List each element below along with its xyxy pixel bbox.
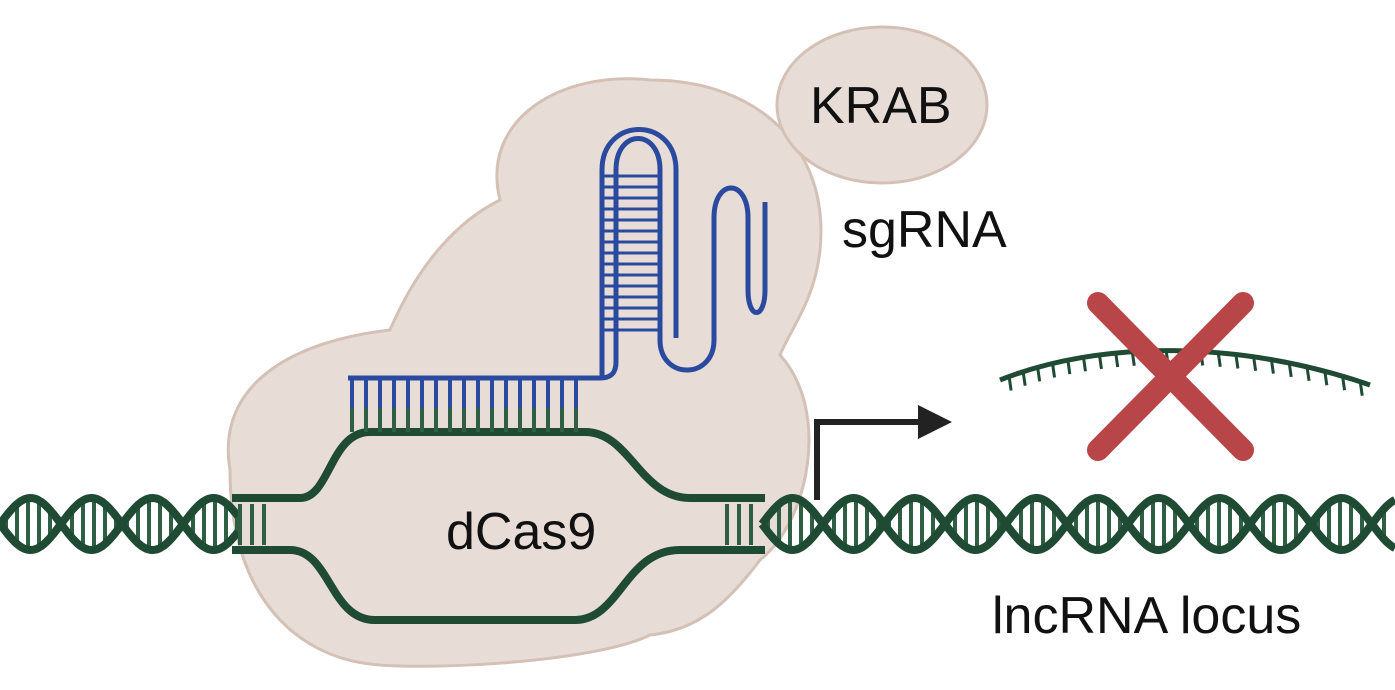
lncrna-locus-label: lncRNA locus — [992, 587, 1302, 645]
transcription-start-arrow — [814, 405, 952, 500]
x-mark-stroke-2 — [1087, 292, 1254, 461]
dna-strand-a-left — [0, 493, 242, 555]
dna-strand-a-right — [758, 493, 1395, 555]
transcript-base — [1358, 381, 1364, 396]
x-mark-icon — [1087, 292, 1254, 461]
transcript-base — [1323, 371, 1329, 386]
transcript-backbone — [999, 348, 1371, 388]
transcript-base — [1341, 375, 1347, 391]
transcript-strand — [999, 348, 1371, 396]
transcript-base — [1130, 351, 1136, 366]
krab-label: KRAB — [810, 77, 952, 135]
dcas9-protein — [226, 25, 989, 668]
transcript-base — [1287, 362, 1293, 378]
transcript-base — [1036, 367, 1042, 382]
transcript-base — [1097, 354, 1103, 370]
transcript-base — [1007, 376, 1013, 391]
dna-open-top-strand — [232, 428, 765, 502]
sgrna-label: sgRNA — [842, 201, 1007, 259]
dcas9-label: dCas9 — [446, 503, 597, 561]
dcas9-body — [226, 77, 823, 668]
transcript-base — [1234, 354, 1240, 369]
transcript-base — [1216, 352, 1222, 367]
transcript-base — [1051, 363, 1057, 378]
sgrna-stem-loop-outer — [599, 127, 679, 378]
transcript-base — [1305, 366, 1311, 382]
arrow-right-icon — [814, 419, 920, 500]
dna-strand-b-left — [0, 493, 242, 555]
krab-domain — [775, 25, 989, 185]
transcript-base — [1066, 359, 1072, 375]
transcript-base — [1021, 371, 1027, 386]
arrow-head — [918, 405, 952, 439]
transcript-base — [1081, 357, 1087, 372]
sgrna-structure — [348, 127, 768, 432]
transcript-base — [1269, 359, 1275, 374]
transcript-base — [1114, 352, 1120, 368]
dna-helix — [0, 428, 1395, 624]
dna-open-bottom-strand — [232, 546, 765, 624]
dna-strand-b-right — [758, 493, 1395, 555]
transcript-base — [1252, 356, 1258, 372]
